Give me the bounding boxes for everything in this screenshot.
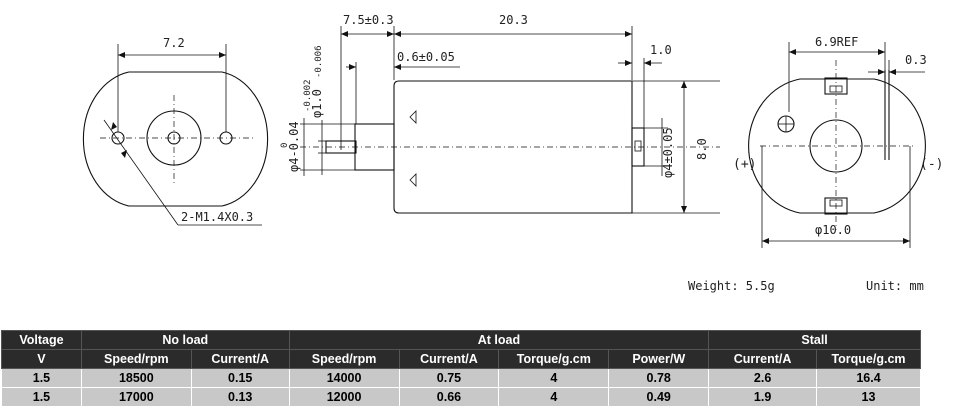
rear-view: 6.9REF 0.3 φ10.0 (+) (-) (733, 35, 943, 248)
unit-label: Unit: mm (866, 279, 924, 293)
dim-shaft-offset: 7.5±0.3 (343, 13, 394, 27)
sub-header: Power/W (608, 349, 710, 369)
table-cell: 0.15 (190, 368, 290, 388)
group-header-row: Voltage No load At load Stall (1, 330, 921, 350)
width-dim-label: 7.2 (163, 36, 185, 50)
table-cell: 17000 (80, 387, 192, 407)
table-row: 1.5 18500 0.15 14000 0.75 4 0.78 2.6 16.… (1, 368, 921, 388)
weight-label: Weight: 5.5g (688, 279, 775, 293)
table-cell: 1.5 (1, 387, 82, 407)
sub-header-row: V Speed/rpm Current/A Speed/rpm Current/… (1, 349, 921, 369)
header-at-load: At load (288, 330, 710, 350)
sub-header: Torque/g.cm (498, 349, 610, 369)
dim-boss-dia: φ4-0.04 (287, 121, 301, 172)
dim-shaft-step: 0.6±0.05 (397, 50, 455, 64)
table-cell: 12000 (288, 387, 400, 407)
table-cell: 4 (498, 387, 610, 407)
table-cell: 14000 (288, 368, 400, 388)
table-cell: 2.6 (708, 368, 818, 388)
dim-diameter: φ10.0 (815, 223, 851, 237)
table-cell: 1.5 (1, 368, 82, 388)
front-view: 7.2 2-M1.4X0.3 (82, 36, 269, 226)
table-cell: 0.75 (398, 368, 500, 388)
dim-rear-boss: φ4±0.05 (661, 127, 675, 178)
sub-header: Speed/rpm (288, 349, 400, 369)
sub-header: Current/A (708, 349, 818, 369)
table-row: 1.5 17000 0.13 12000 0.66 4 0.49 1.9 13 (1, 387, 921, 407)
sub-header: Torque/g.cm (816, 349, 921, 369)
table-cell: 4 (498, 368, 610, 388)
neg-terminal-label: (-) (920, 157, 943, 172)
sub-header: Speed/rpm (80, 349, 192, 369)
sub-header: V (1, 349, 82, 369)
table-cell: 13 (816, 387, 921, 407)
motor-technical-drawing: 7.2 2-M1.4X0.3 7.5±0.3 20.3 0 (82, 13, 943, 293)
table-cell: 16.4 (816, 368, 921, 388)
dim-ref: 6.9REF (815, 35, 858, 49)
dim-height: 8.0 (695, 138, 709, 160)
sub-header: Current/A (398, 349, 500, 369)
dim-shaft-dia-tol-lower: -0.006 (314, 45, 324, 78)
header-no-load: No load (80, 330, 290, 350)
dim-shaft-dia-tol-upper: -0.002 (303, 79, 313, 112)
table-cell: 0.66 (398, 387, 500, 407)
header-stall: Stall (708, 330, 921, 350)
dim-terminal: 0.3 (905, 53, 927, 67)
side-view: 7.5±0.3 20.3 0.6±0.05 1.0 φ1.0 -0.002 -0… (280, 13, 720, 214)
dim-end-cap: 1.0 (650, 43, 672, 57)
table-cell: 18500 (80, 368, 192, 388)
table-cell: 0.13 (190, 387, 290, 407)
pos-terminal-label: (+) (733, 157, 756, 172)
table-cell: 1.9 (708, 387, 818, 407)
table-cell: 0.78 (608, 368, 710, 388)
dim-body-length: 20.3 (499, 13, 528, 27)
performance-table: Voltage No load At load Stall V Speed/rp… (1, 330, 921, 407)
sub-header: Current/A (190, 349, 290, 369)
dim-shaft-dia: φ1.0 (310, 89, 324, 118)
table-cell: 0.49 (608, 387, 710, 407)
header-voltage: Voltage (1, 330, 82, 350)
dim-boss-dia-tol: 0 (280, 143, 290, 148)
hole-label: 2-M1.4X0.3 (181, 210, 253, 224)
